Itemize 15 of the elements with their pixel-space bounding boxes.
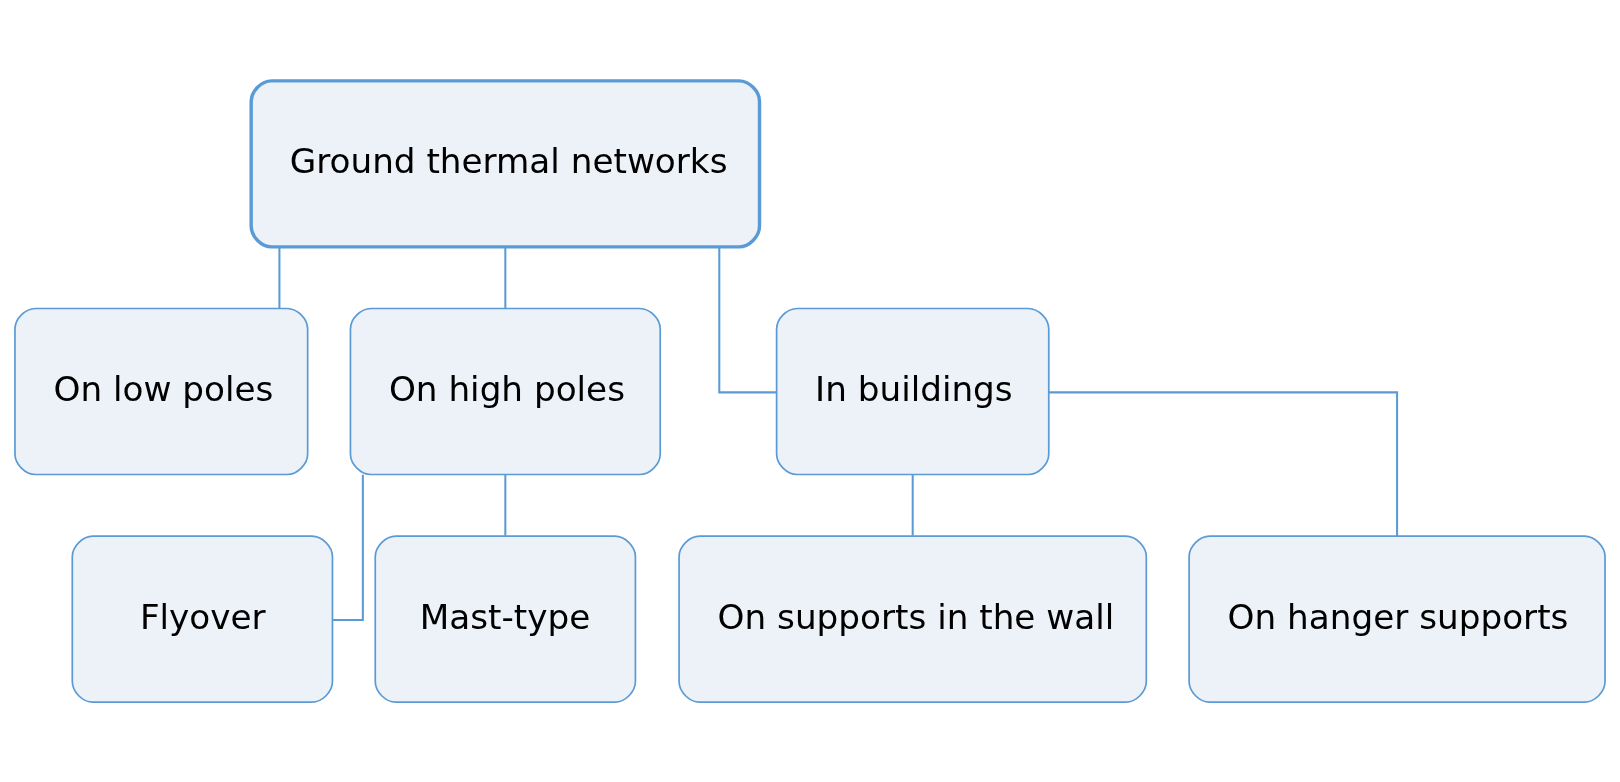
node-box: In buildings [775,307,1050,475]
connector [1048,390,1399,536]
node-box: On low poles [14,307,309,475]
connector [278,246,281,308]
connector [718,246,777,393]
node-box: Ground thermal networks [249,78,762,249]
connector [332,474,364,621]
connector [911,474,914,536]
node-box: On supports in the wall [678,534,1148,703]
node-box: Mast-type [374,534,637,703]
connector [504,474,507,536]
node-box: Flyover [71,534,334,703]
node-box: On high poles [349,307,662,475]
node-box: On hanger supports [1188,534,1606,703]
connector [504,246,507,308]
